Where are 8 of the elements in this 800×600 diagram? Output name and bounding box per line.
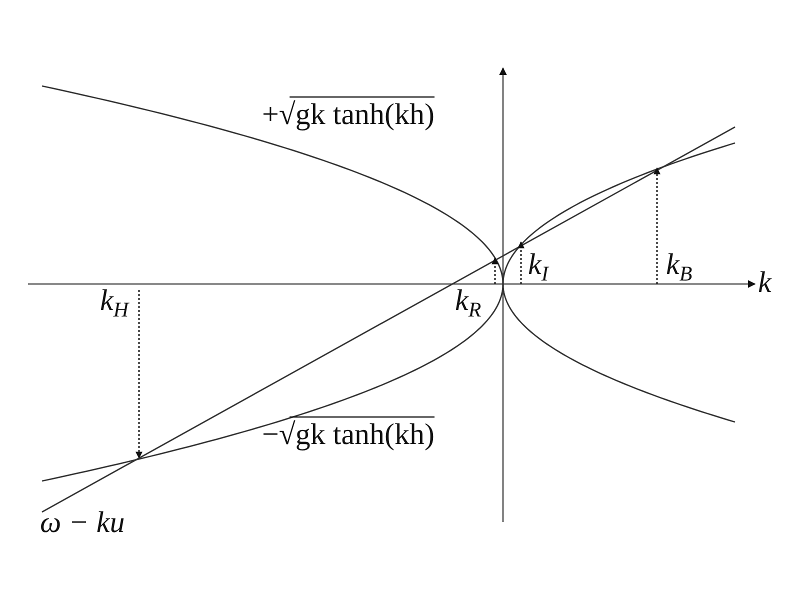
curve-label: +√gk tanh(kh) [262,100,435,130]
axis-label: k [758,268,772,298]
line-label: ω − ku [40,508,125,538]
point-label: k$_{B}$ [666,250,692,284]
point-label: k$_{R}$ [455,286,482,320]
curve-label: −√gk tanh(kh) [262,420,435,450]
point-label: k$_{I}$ [528,250,548,284]
point-label: k$_{H}$ [100,286,128,320]
